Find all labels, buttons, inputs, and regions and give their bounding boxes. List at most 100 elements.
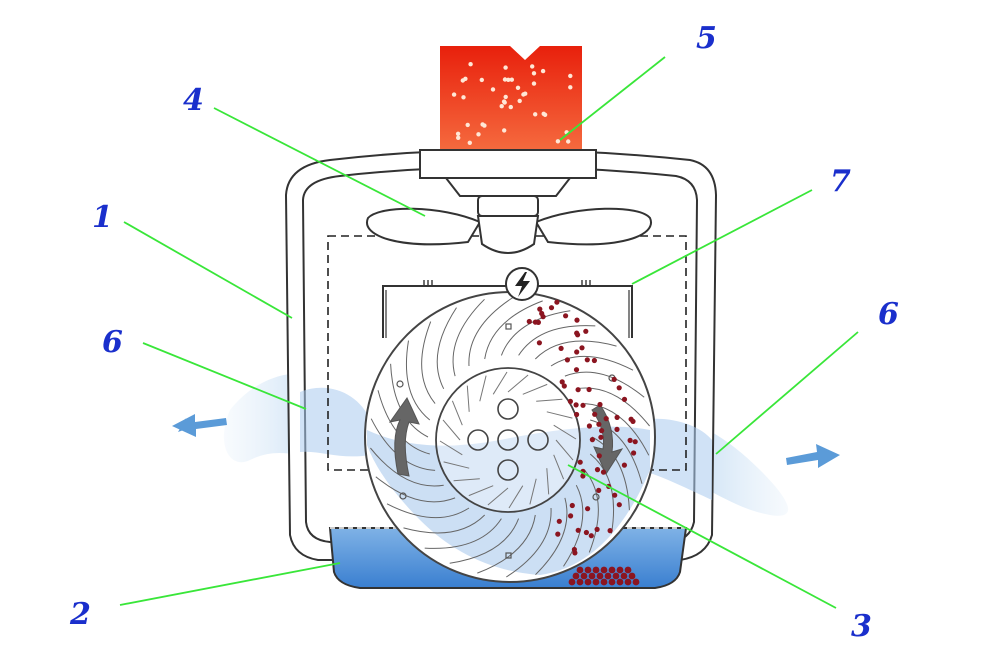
inlet-particle	[530, 64, 535, 69]
disc-vane	[477, 514, 536, 574]
dirt-particle	[526, 318, 532, 325]
dirt-particle	[596, 421, 602, 427]
inlet-particle	[465, 122, 470, 128]
disc-vane	[584, 403, 650, 456]
leader-lines	[119, 56, 859, 609]
dirt-particle	[586, 386, 592, 393]
dirt-particle	[614, 414, 620, 420]
inlet-particle	[555, 139, 561, 144]
disc-hub	[435, 367, 581, 513]
hub-vane	[546, 411, 573, 419]
hub-vane	[553, 424, 577, 440]
hub-vane	[443, 461, 470, 469]
inlet-particle	[509, 77, 514, 82]
dirt-particle	[554, 299, 560, 305]
dirt-particle	[594, 467, 601, 473]
dirt-particle	[616, 578, 624, 586]
dirt-particle	[600, 578, 608, 586]
dirt-particle	[592, 578, 600, 586]
hub-vane	[529, 478, 537, 505]
hub-vane	[442, 419, 461, 441]
disc-vane	[563, 484, 584, 567]
dirt-particle	[597, 401, 603, 408]
hub-vane	[468, 485, 494, 497]
dirt-particle	[537, 306, 543, 312]
dirt-particle	[588, 572, 596, 580]
dirt-particle	[577, 459, 583, 465]
outflow-arrow-right-icon	[786, 444, 840, 468]
dirt-particle	[631, 450, 637, 456]
disc-vane	[375, 476, 456, 503]
label-housing: 1	[92, 200, 113, 235]
dirt-particle	[574, 317, 580, 323]
label-disc-drum: 3	[851, 609, 872, 644]
hub-vane	[492, 371, 508, 395]
disc-vane	[506, 507, 552, 578]
number-labels: 1 2 3 4 5 6 6 7	[69, 21, 899, 644]
disc-vane	[518, 325, 596, 356]
dirt-particle	[612, 572, 620, 580]
dirt-particle	[575, 387, 581, 393]
disc-vane	[436, 307, 457, 390]
dirt-particle	[591, 357, 598, 364]
dirt-particle	[568, 578, 576, 586]
inlet-particle	[508, 104, 513, 110]
dirt-particle	[583, 328, 589, 334]
inlet-particle	[503, 65, 508, 70]
dirt-particle	[632, 439, 638, 445]
dirt-particle	[592, 566, 600, 574]
dirt-particle	[594, 526, 600, 533]
dirt-particle	[599, 428, 605, 434]
inlet-particle	[541, 111, 546, 117]
hub-vane	[536, 398, 563, 402]
disc-vane	[591, 436, 630, 511]
dirt-particle	[600, 566, 608, 574]
hub-holes	[467, 398, 549, 481]
lightning-bolt-icon	[505, 267, 539, 301]
disc-vane	[449, 518, 520, 564]
inlet-particle	[461, 95, 466, 100]
dirt-particle	[614, 426, 620, 432]
dirt-particle	[576, 566, 584, 574]
dirt-particle	[558, 345, 564, 351]
inlet-particle	[467, 140, 472, 145]
disc-vane	[550, 355, 634, 371]
disc-vane	[500, 310, 571, 356]
dirt-particle	[616, 566, 624, 574]
dirt-particle	[573, 402, 579, 408]
inlet-particle	[506, 77, 511, 83]
hub-vane	[479, 375, 487, 402]
dirt-particle	[535, 319, 542, 325]
dirt-particle	[630, 418, 636, 424]
dirt-particle	[584, 566, 592, 574]
inlet-particle	[517, 98, 522, 104]
dirt-particle	[598, 434, 604, 440]
hub-vane	[522, 383, 548, 395]
label-outlet-right: 6	[878, 297, 899, 332]
label-fan: 4	[183, 83, 204, 118]
label-water-tray: 2	[69, 597, 91, 632]
dirt-particle	[564, 357, 571, 363]
inlet-particle	[515, 85, 521, 91]
dirt-particle	[627, 437, 633, 443]
dirt-particle	[611, 376, 617, 382]
inlet-particle	[502, 77, 508, 82]
dirt-particle	[563, 313, 569, 319]
dirt-particle	[583, 529, 590, 536]
disc-vane	[484, 300, 543, 360]
dirt-particle	[561, 383, 567, 389]
dirt-particle	[556, 518, 562, 524]
inlet-particle	[451, 92, 457, 97]
dirt-particle	[616, 502, 622, 508]
hub-vane	[451, 400, 463, 426]
disc-vane	[405, 340, 431, 421]
hub-vane	[553, 454, 565, 480]
dirt-particle	[608, 578, 616, 586]
dirt-particle	[596, 572, 604, 580]
disc-vane	[535, 497, 568, 576]
hub-vane	[555, 439, 574, 461]
dirt-particles	[526, 299, 640, 586]
dirt-particle	[580, 402, 586, 408]
dirt-particle	[575, 527, 581, 533]
